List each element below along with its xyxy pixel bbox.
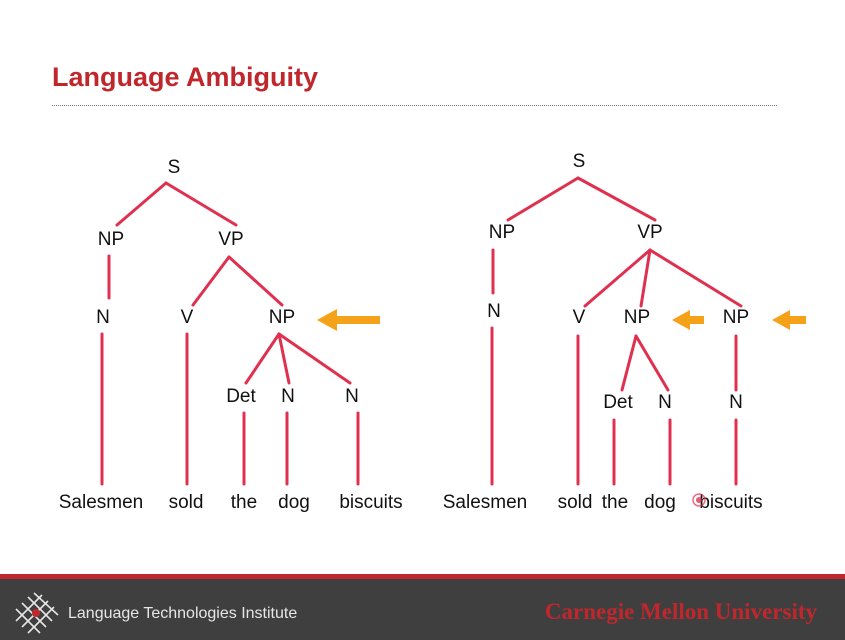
node-det: Det — [603, 392, 633, 413]
node-n: N — [96, 307, 110, 328]
node-n-dog: N — [281, 386, 295, 407]
node-n-biscuits: N — [345, 386, 359, 407]
node-n-dog: N — [658, 392, 672, 413]
slide-title: Language Ambiguity — [52, 62, 319, 92]
node-vp: VP — [218, 229, 243, 250]
node-n: N — [487, 301, 501, 322]
node-n-biscuits: N — [729, 392, 743, 413]
edge-vp-v — [583, 248, 652, 308]
laser-pointer-icon — [692, 493, 706, 507]
right-tree-arrow-2-icon — [772, 310, 806, 330]
edge-np1-det — [620, 334, 638, 392]
word-sold: sold — [558, 492, 593, 513]
word-sold: sold — [169, 492, 204, 513]
edge-np-n-biscuits — [277, 332, 352, 385]
lti-logo-icon — [15, 592, 59, 634]
right-tree-labels: S NP VP N V NP NP Det N N Salesmen sold … — [443, 151, 763, 513]
node-s: S — [168, 157, 181, 178]
node-np: NP — [489, 222, 515, 243]
left-tree-edges — [100, 181, 360, 486]
right-tree-arrow-1-icon — [672, 310, 704, 330]
title-divider — [52, 105, 777, 106]
institute-name: Language Technologies Institute — [68, 605, 298, 622]
node-np-object-1: NP — [624, 307, 650, 328]
edge-np1-n — [634, 334, 670, 392]
node-s: S — [573, 151, 586, 172]
slide-footer: Language Technologies Institute Carnegie… — [0, 574, 845, 640]
edge-s-np — [506, 176, 580, 222]
left-tree-labels: S NP VP N V NP Det N N Salesmen sold the… — [59, 157, 403, 513]
edge-s-vp — [576, 176, 657, 222]
word-biscuits: biscuits — [699, 492, 762, 513]
edge-np-n-dog — [277, 332, 291, 385]
right-tree-edges — [490, 176, 743, 486]
node-np-object-2: NP — [723, 307, 749, 328]
node-v: V — [573, 307, 586, 328]
ambiguity-arrows — [317, 309, 806, 331]
university-name: Carnegie Mellon University — [544, 599, 817, 624]
node-np-object: NP — [269, 307, 295, 328]
word-the: the — [231, 492, 257, 513]
node-det: Det — [226, 386, 256, 407]
edge-s-np — [115, 181, 168, 227]
edge-vp-v — [191, 255, 231, 307]
word-salesmen: Salesmen — [443, 492, 528, 513]
edge-vp-np — [227, 255, 284, 307]
edge-vp-np1 — [639, 248, 652, 308]
node-vp: VP — [637, 222, 662, 243]
edge-vp-np2 — [648, 248, 743, 308]
word-dog: dog — [644, 492, 676, 513]
parse-trees-diagram: S NP VP N V NP Det N N Salesmen sold the… — [59, 151, 806, 513]
word-biscuits: biscuits — [339, 492, 402, 513]
left-tree-arrow-icon — [317, 309, 380, 331]
word-the: the — [602, 492, 628, 513]
node-np: NP — [98, 229, 124, 250]
node-v: V — [181, 307, 194, 328]
word-salesmen: Salesmen — [59, 492, 144, 513]
edge-np-det — [244, 332, 281, 385]
edge-s-vp — [164, 181, 238, 227]
word-dog: dog — [278, 492, 310, 513]
